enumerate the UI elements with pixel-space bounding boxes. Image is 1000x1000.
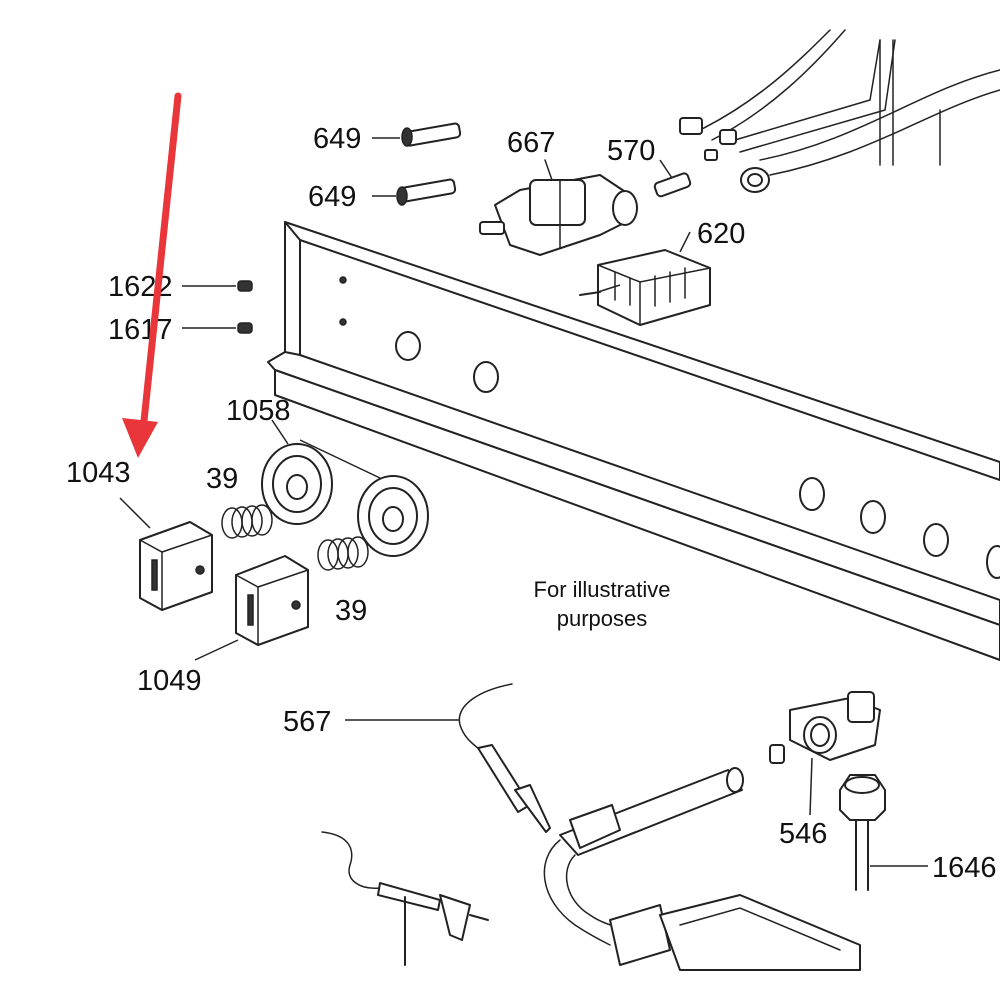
arrow-shaft — [138, 92, 182, 444]
lower-electrode — [321, 831, 489, 966]
bezel-1058-right[interactable] — [299, 439, 429, 557]
screw-1617[interactable] — [182, 322, 253, 334]
burner-tube[interactable] — [543, 767, 744, 966]
note-line-2: purposes — [557, 606, 648, 631]
injector-649-bottom[interactable] — [372, 178, 457, 206]
arrow-head — [122, 418, 158, 458]
label-1049: 1049 — [137, 665, 202, 697]
selector-switch-620[interactable] — [579, 231, 711, 326]
part-labels: 649 649 667 570 620 1622 1617 1058 1043 … — [66, 123, 997, 884]
note-line-1: For illustrative — [534, 577, 671, 602]
knob-1043[interactable] — [119, 497, 213, 611]
label-1043: 1043 — [66, 457, 131, 489]
leader-lines — [597, 284, 621, 293]
red-pointer-arrow — [122, 92, 182, 458]
bezel-1058-left[interactable] — [261, 419, 333, 525]
label-39-bottom: 39 — [335, 595, 367, 627]
flame-failure-546[interactable] — [769, 691, 881, 816]
label-39-top: 39 — [206, 463, 238, 495]
screw-1622[interactable] — [182, 280, 253, 292]
label-620: 620 — [697, 218, 745, 250]
label-1058: 1058 — [226, 395, 291, 427]
pipe-nut-1646[interactable] — [839, 774, 928, 891]
connector-570[interactable] — [653, 159, 692, 198]
oven-base-tray — [659, 894, 861, 971]
label-667: 667 — [507, 127, 555, 159]
gas-valve-667[interactable] — [479, 159, 638, 256]
label-649-top: 649 — [313, 123, 361, 155]
injector-649-top[interactable] — [372, 122, 462, 147]
label-567: 567 — [283, 706, 331, 738]
knob-1049[interactable] — [194, 555, 309, 661]
label-649-bottom: 649 — [308, 181, 356, 213]
gas-pipes — [679, 29, 1000, 193]
label-546: 546 — [779, 818, 827, 850]
label-1622: 1622 — [108, 271, 173, 303]
label-1617: 1617 — [108, 314, 173, 346]
control-panel-fascia[interactable] — [267, 221, 1000, 661]
spring-39-right[interactable] — [317, 536, 369, 571]
ignition-electrode-567[interactable] — [345, 683, 551, 833]
label-570: 570 — [607, 135, 655, 167]
label-1646: 1646 — [932, 852, 997, 884]
spring-39-left[interactable] — [221, 504, 273, 539]
